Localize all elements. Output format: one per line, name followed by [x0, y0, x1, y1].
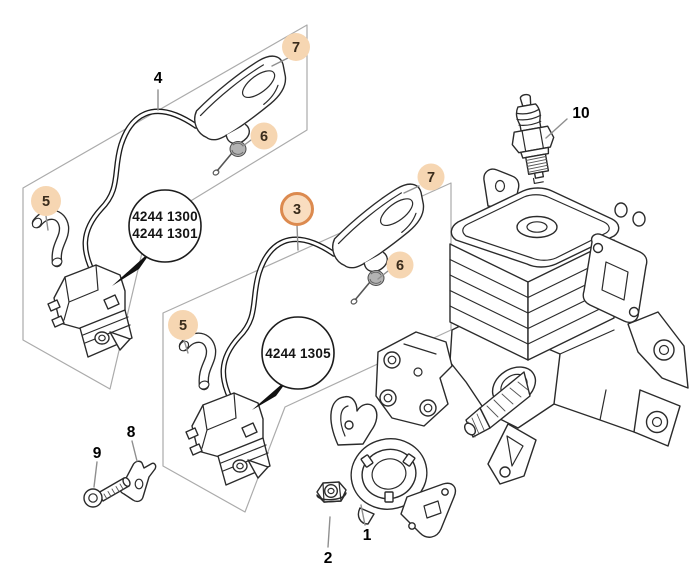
callout-6a[interactable]: 6 — [250, 122, 278, 150]
part-number-a-line2: 4244 1301 — [132, 226, 198, 241]
callout-3-highlighted[interactable]: 3 — [280, 192, 314, 226]
label-item-8: 8 — [127, 424, 136, 441]
cooling-fins-right — [527, 254, 615, 345]
exhaust-flange — [582, 233, 648, 324]
ignition-group-a: 4244 1300 4244 1301 — [31, 49, 308, 358]
callout-6b-number: 6 — [396, 258, 404, 274]
ignition-coil-a — [47, 264, 133, 358]
callout-6b[interactable]: 6 — [386, 251, 414, 279]
grommet-hose-b — [178, 338, 211, 390]
callout-7a-number: 7 — [292, 40, 300, 56]
part-number-a-line1: 4244 1300 — [132, 209, 198, 224]
screw — [83, 477, 131, 508]
label-item-2: 2 — [324, 550, 333, 567]
cooling-fins-left — [449, 258, 529, 345]
callout-5a-number: 5 — [42, 194, 50, 210]
label-item-10: 10 — [572, 105, 589, 122]
plain-labels: 4 10 8 9 1 2 — [93, 70, 590, 567]
callout-7b-number: 7 — [427, 170, 435, 186]
part-number-b: 4244 1305 — [265, 346, 331, 361]
leader-lines — [45, 57, 568, 548]
callout-7b[interactable]: 7 — [417, 163, 445, 191]
callout-5b-number: 5 — [179, 318, 187, 334]
callout-7a[interactable]: 7 — [282, 33, 310, 61]
group-b-boundary — [162, 182, 452, 513]
spark-plug — [511, 93, 555, 185]
callout-5b[interactable]: 5 — [168, 310, 198, 340]
boot-spring-b — [349, 269, 385, 306]
crankcase — [375, 311, 689, 485]
ignition-group-b: 4244 1305 — [178, 177, 446, 486]
mounting-plate — [375, 331, 453, 427]
cylinder — [449, 168, 648, 361]
part-number-bubble-b[interactable]: 4244 1305 — [252, 316, 335, 410]
label-item-4: 4 — [154, 70, 163, 87]
callout-6a-number: 6 — [260, 129, 268, 145]
label-item-1: 1 — [363, 527, 372, 544]
flywheel — [330, 395, 457, 538]
callout-5a[interactable]: 5 — [31, 186, 61, 216]
callout-3-number: 3 — [293, 202, 301, 218]
part-number-bubble-a[interactable]: 4244 1300 4244 1301 — [112, 189, 202, 286]
label-item-9: 9 — [93, 445, 102, 462]
spark-plug-hole — [516, 215, 558, 239]
flywheel-nut — [316, 481, 347, 503]
engine-assembly — [316, 93, 689, 538]
lower-strut — [487, 423, 537, 485]
